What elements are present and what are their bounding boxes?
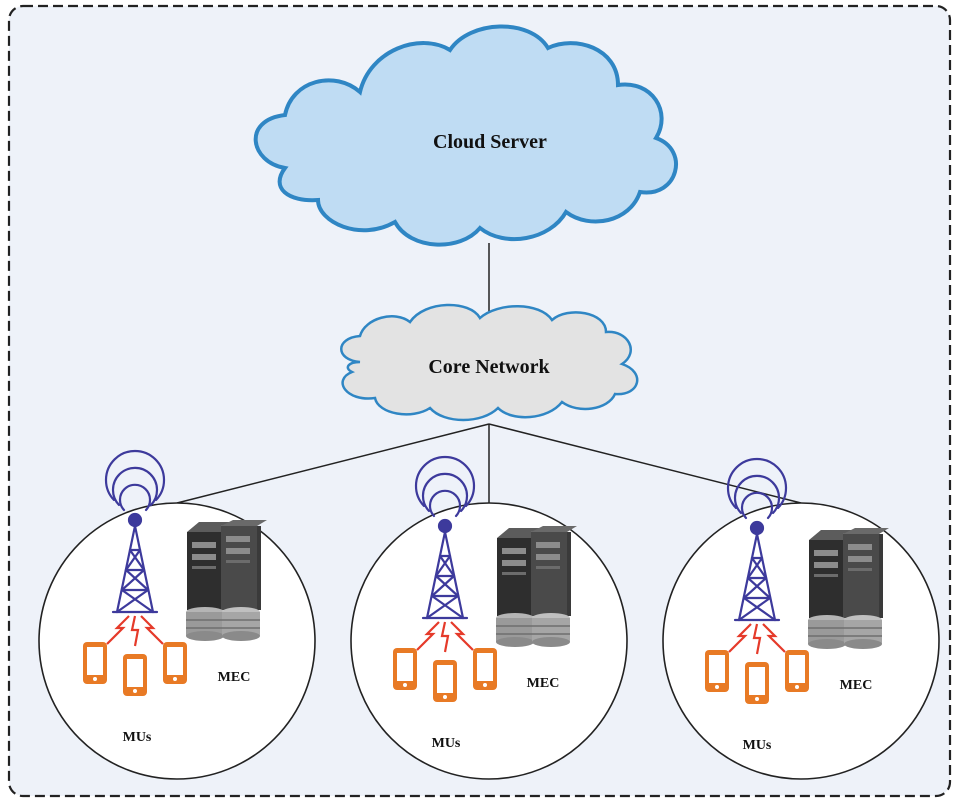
mec-label: MEC bbox=[218, 670, 251, 685]
cell-boundary bbox=[38, 502, 316, 780]
cell-boundary bbox=[350, 502, 628, 780]
mus-label: MUs bbox=[432, 736, 461, 751]
mec-cell-2: MEC MUs bbox=[350, 455, 628, 780]
link-core-cell-3 bbox=[488, 423, 802, 504]
mus-label: MUs bbox=[123, 730, 152, 745]
mec-cell-1: MEC MUs bbox=[38, 449, 316, 780]
connections bbox=[176, 243, 802, 504]
mec-cell-3: MEC MUs bbox=[662, 457, 940, 780]
mus-label: MUs bbox=[743, 738, 772, 753]
core-network: Core Network bbox=[340, 303, 639, 422]
cloud-server-label: Cloud Server bbox=[433, 131, 547, 153]
cell-boundary bbox=[662, 502, 940, 780]
mec-label: MEC bbox=[840, 678, 873, 693]
cloud-icon bbox=[253, 24, 678, 247]
mec-label: MEC bbox=[527, 676, 560, 691]
cloud-server: Cloud Server bbox=[253, 24, 678, 247]
core-network-label: Core Network bbox=[428, 356, 550, 378]
cloud-icon bbox=[340, 303, 639, 422]
link-core-cell-1 bbox=[176, 423, 490, 504]
